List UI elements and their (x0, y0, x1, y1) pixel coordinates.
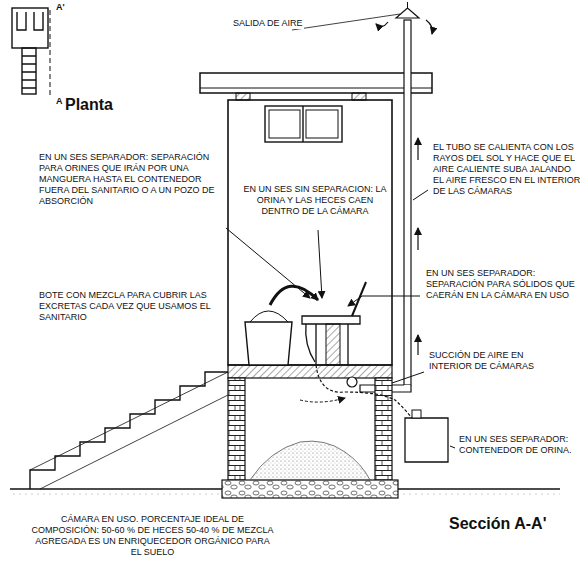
callout-note: A (55, 96, 64, 107)
callout-note: EN UN SES SEPARADOR: SEPARACIÓN PARA SÓL… (425, 268, 580, 301)
callout-note: EL TUBO SE CALIENTA CON LOS RAYOS DEL SO… (432, 142, 582, 197)
callout-note: A' (55, 2, 66, 13)
callout-note: EN UN SES SEPARADOR: CONTENEDOR DE ORINA… (458, 434, 580, 456)
view-title: Planta (64, 95, 114, 114)
view-title: Sección A-A' (448, 514, 547, 533)
callout-note: SUCCIÓN DE AIRE EN INTERIOR DE CÁMARAS (428, 350, 548, 372)
callout-note: EN UN SES SIN SEPARACION: LA ORINA Y LAS… (240, 184, 390, 217)
callout-note: BOTE CON MEZCLA PARA CUBRIR LAS EXCRETAS… (38, 290, 220, 323)
callout-note: EN UN SES SEPARADOR: SEPARACIÓN PARA ORI… (38, 152, 226, 207)
callout-note: CÁMARA EN USO. PORCENTAJE IDEAL DE COMPO… (30, 514, 275, 558)
callout-note: SALIDA DE AIRE (232, 18, 304, 29)
